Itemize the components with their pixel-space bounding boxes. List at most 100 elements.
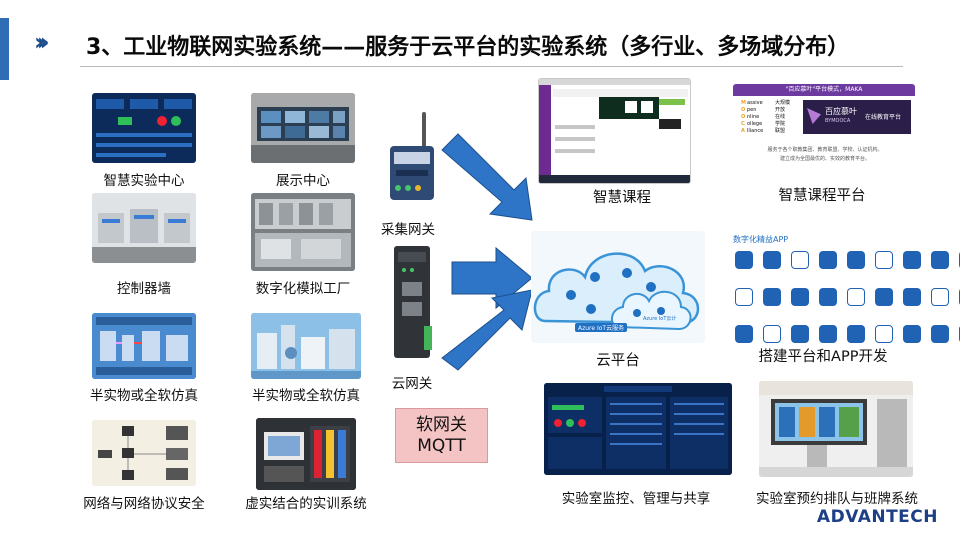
smart-lab-center-image bbox=[92, 93, 196, 163]
controller-wall-image bbox=[92, 193, 196, 263]
app-icon bbox=[931, 288, 949, 306]
mooc-desc-2: 建立成为全国最优的、实效的教育平台。 bbox=[779, 156, 870, 162]
mooc-cn-o1: 开放 bbox=[775, 107, 786, 113]
virtual-real-training-image bbox=[256, 418, 356, 490]
mooc-word-o2: nline bbox=[747, 114, 760, 120]
label-cloud-gateway: 云网关 bbox=[391, 376, 433, 392]
label-smart-course: 智慧课程 bbox=[593, 190, 651, 206]
lab-booking-image bbox=[759, 381, 913, 477]
app-panel-title: 数字化精益APP bbox=[733, 235, 789, 244]
app-icon bbox=[763, 325, 781, 343]
app-icon bbox=[763, 251, 781, 269]
mooc-slogan: 在线教育平台 bbox=[865, 114, 902, 121]
azure-hub-label: Azure IoT云计 bbox=[643, 316, 677, 322]
video-wall-graphic bbox=[251, 93, 355, 163]
mooc-desc-1: 服务于各个职教集团、教育联盟、学校、认证机构。 bbox=[767, 147, 883, 153]
app-dev-panel: 数字化精益APP bbox=[733, 234, 960, 343]
app-icon bbox=[791, 325, 809, 343]
label-virtual-real-training: 虚实结合的实训系统 bbox=[245, 496, 367, 512]
mooc-brand-block: 百应慕叶 BYMOOCA 在线教育平台 bbox=[803, 100, 911, 134]
app-icon bbox=[735, 288, 753, 306]
collector-gateway-device bbox=[386, 112, 438, 204]
label-smart-lab-center: 智慧实验中心 bbox=[103, 173, 185, 189]
mooc-brand-en: BYMOOCA bbox=[825, 118, 851, 124]
label-controller-wall: 控制器墙 bbox=[117, 281, 171, 297]
label-digital-factory: 数字化模拟工厂 bbox=[255, 281, 351, 297]
app-icon bbox=[847, 288, 865, 306]
mooc-letter-o2: O bbox=[741, 114, 746, 120]
soft-gateway-label: 软网关 bbox=[416, 414, 467, 435]
mooc-banner: "百应慕叶"平台模式，MAKA bbox=[733, 84, 915, 96]
factory-model-graphic bbox=[251, 193, 355, 271]
header-divider bbox=[80, 66, 903, 67]
label-app-dev: 搭建平台和APP开发 bbox=[758, 349, 888, 365]
mooc-cn-a: 联盟 bbox=[775, 128, 786, 134]
arrow-to-cloud bbox=[451, 246, 533, 310]
app-icon bbox=[735, 251, 753, 269]
process-sim-graphic bbox=[92, 313, 196, 379]
label-cloud-platform: 云平台 bbox=[596, 353, 640, 369]
training-rig-graphic bbox=[256, 418, 356, 490]
app-icon-grid bbox=[735, 251, 960, 343]
chevron-right-icon: ››› bbox=[34, 28, 49, 56]
din-rail-gateway-graphic bbox=[394, 246, 432, 358]
mooc-word-o1: pen bbox=[747, 107, 757, 113]
app-icon bbox=[847, 325, 865, 343]
app-icon bbox=[875, 251, 893, 269]
arrow-to-smart-course bbox=[441, 133, 533, 221]
label-semi-physical-sim-1: 半实物或全软仿真 bbox=[90, 388, 198, 404]
app-icon bbox=[875, 325, 893, 343]
mqtt-label: MQTT bbox=[417, 435, 466, 456]
app-icon bbox=[931, 251, 949, 269]
app-icon bbox=[903, 288, 921, 306]
cloud-platform-graphic: Azure IoT云服务 Azure IoT云计 bbox=[531, 231, 705, 343]
cloud-shape bbox=[533, 252, 700, 331]
advantech-logo: ADVANTECH bbox=[816, 507, 938, 527]
course-web-graphic bbox=[539, 79, 690, 183]
mooc-letter-m: M bbox=[741, 100, 746, 106]
app-icon bbox=[735, 325, 753, 343]
network-topology-graphic bbox=[92, 420, 196, 486]
cloud-gateway-device bbox=[388, 246, 436, 358]
app-icon bbox=[791, 251, 809, 269]
app-icon bbox=[931, 325, 949, 343]
app-icon bbox=[847, 251, 865, 269]
accent-bar bbox=[0, 18, 9, 80]
page-title: 3、工业物联网实验系统——服务于云平台的实验系统（多行业、多场域分布） bbox=[86, 35, 850, 60]
digital-factory-image bbox=[251, 193, 355, 271]
app-icon bbox=[819, 288, 837, 306]
antenna-gateway-graphic bbox=[390, 112, 434, 200]
mooc-cn-o2: 在线 bbox=[775, 114, 786, 120]
plant-3d-graphic bbox=[251, 313, 361, 379]
monitor-dashboard-graphic bbox=[544, 383, 732, 475]
label-exhibition-center: 展示中心 bbox=[276, 173, 330, 189]
mooc-logo-icon bbox=[807, 108, 821, 124]
app-icon bbox=[791, 288, 809, 306]
arrow-from-mqtt bbox=[441, 289, 533, 371]
soft-gateway-mqtt-box: 软网关 MQTT bbox=[395, 408, 488, 463]
mooc-word-m: assive bbox=[747, 100, 763, 106]
app-icon bbox=[819, 325, 837, 343]
app-icon bbox=[903, 251, 921, 269]
exhibition-center-image bbox=[251, 93, 355, 163]
booking-kiosk-graphic bbox=[759, 381, 913, 477]
label-network-security: 网络与网络协议安全 bbox=[83, 496, 205, 512]
app-icon bbox=[875, 288, 893, 306]
app-icon bbox=[763, 288, 781, 306]
azure-service-label: Azure IoT云服务 bbox=[575, 323, 628, 332]
smart-course-screenshot bbox=[538, 78, 691, 184]
mooc-letter-c: C bbox=[741, 121, 745, 127]
mooc-word-c: ollege bbox=[747, 121, 763, 127]
mooc-cn-c: 学院 bbox=[775, 121, 786, 127]
label-semi-physical-sim-2: 半实物或全软仿真 bbox=[252, 388, 360, 404]
lab-monitor-screenshot bbox=[544, 383, 732, 475]
controller-racks-graphic bbox=[92, 193, 196, 263]
mooc-letter-a: A bbox=[741, 128, 745, 134]
flow-arrows bbox=[441, 133, 533, 371]
mooc-brand-name: 百应慕叶 bbox=[825, 107, 857, 116]
mooc-cn-m: 大规模 bbox=[775, 100, 791, 106]
mooc-word-a: lliance bbox=[747, 128, 764, 134]
label-lab-monitor: 实验室监控、管理与共享 bbox=[561, 491, 711, 507]
